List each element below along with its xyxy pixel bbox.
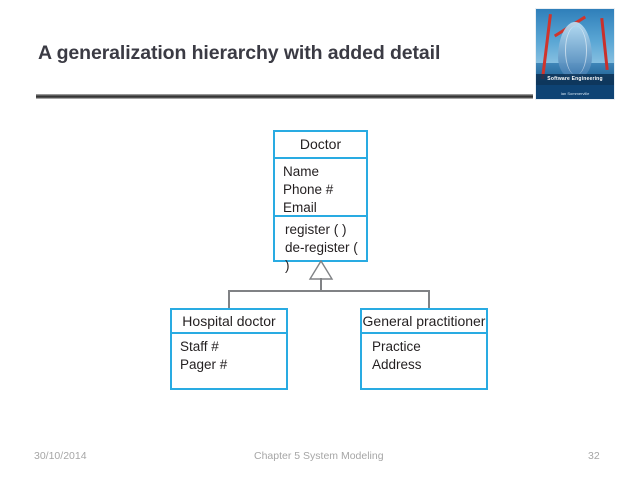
book-cover-image: Software Engineering Ian Sommerville <box>535 8 615 100</box>
generalization-arrow-icon <box>308 260 334 280</box>
uml-class-general-practitioner[interactable]: General practitioner Practice Address <box>360 308 488 390</box>
connector-right-stem <box>428 290 430 308</box>
uml-attribute: Email <box>283 200 317 215</box>
uml-class-name: Hospital doctor <box>172 310 286 334</box>
connector-parent-stem <box>320 278 322 291</box>
uml-attribute: Address <box>372 357 422 372</box>
connector-left-stem <box>228 290 230 308</box>
uml-operation: register ( ) <box>285 222 347 237</box>
uml-attributes-compartment: Practice Address <box>362 334 486 390</box>
footer-chapter-label: Chapter 5 System Modeling <box>254 450 384 462</box>
footer-page-number: 32 <box>588 450 600 462</box>
uml-attributes-compartment: Name Phone # Email <box>275 159 366 217</box>
uml-operation: de-register ( ) <box>285 240 358 273</box>
uml-class-hospital-doctor[interactable]: Hospital doctor Staff # Pager # <box>170 308 288 390</box>
uml-attributes-compartment: Staff # Pager # <box>172 334 286 390</box>
title-divider <box>36 94 533 99</box>
uml-attribute: Staff # <box>180 339 219 354</box>
footer-date: 30/10/2014 <box>34 450 87 462</box>
uml-attribute: Phone # <box>283 182 334 197</box>
uml-attribute: Practice <box>372 339 421 354</box>
uml-operations-compartment: register ( ) de-register ( ) <box>275 217 366 273</box>
uml-attribute: Name <box>283 164 320 179</box>
uml-class-name: Doctor <box>275 132 366 159</box>
uml-class-doctor[interactable]: Doctor Name Phone # Email register ( ) d… <box>273 130 368 273</box>
connector-horizontal-bar <box>228 290 430 292</box>
cover-band-subtitle: Ian Sommerville <box>536 85 614 99</box>
cover-band-title: Software Engineering <box>536 74 614 85</box>
uml-attribute: Pager # <box>180 357 228 372</box>
cover-building-icon <box>557 21 593 80</box>
page-title: A generalization hierarchy with added de… <box>38 42 441 64</box>
uml-class-name: General practitioner <box>362 310 486 334</box>
